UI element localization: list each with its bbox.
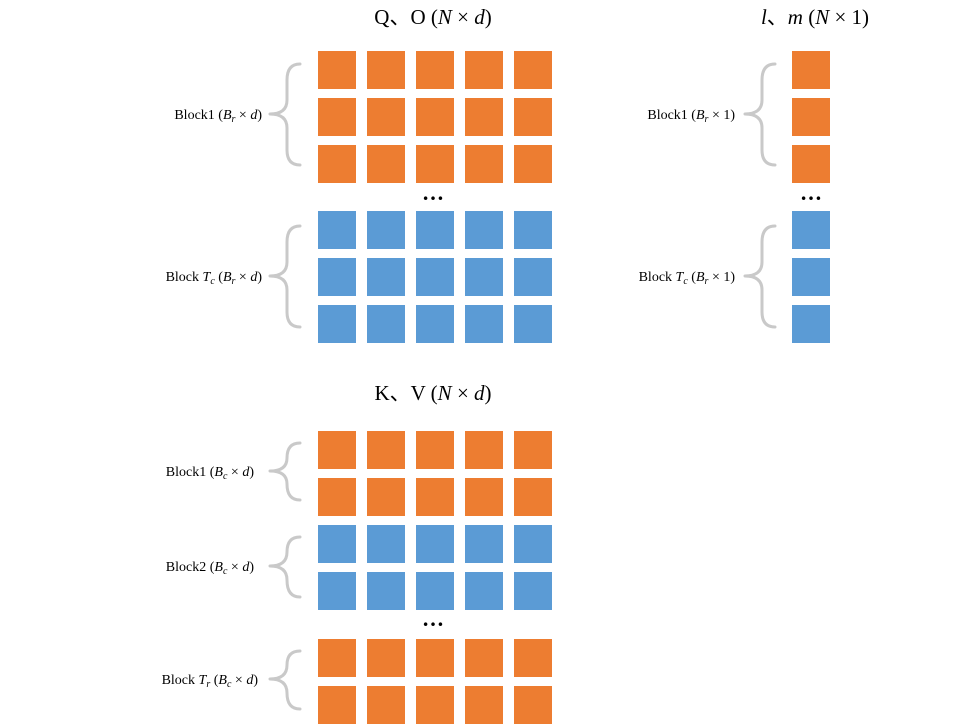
brace-lm-block1 [743,62,777,167]
label-lm-block1: Block1 (Br × 1) [647,108,735,125]
kv-cell-orange [416,478,454,516]
braces [268,62,777,711]
label-kv-block2: Block2 (Bc × d) [166,560,255,577]
qo-cell-orange [416,51,454,89]
kv-cell-orange [318,478,356,516]
lm-cell-blue [792,258,830,296]
brace-qo-blocktc [268,224,302,329]
kv-cell-orange [367,478,405,516]
kv-cell-orange [465,639,503,677]
qo-cell-orange [318,51,356,89]
qo-cell-orange [367,145,405,183]
kv-cell-blue [416,525,454,563]
brace-kv-block1 [268,441,302,502]
label-kv-block1: Block1 (Bc × d) [166,465,255,482]
qo-cell-orange [465,145,503,183]
qo-cell-orange [416,145,454,183]
kv-cell-orange [416,639,454,677]
kv-cell-blue [416,572,454,610]
qo-cell-blue [465,258,503,296]
qo-cell-orange [416,98,454,136]
kv-cell-blue [514,525,552,563]
lm-cell-blue [792,305,830,343]
qo-cell-blue [318,258,356,296]
kv-cell-orange [367,686,405,724]
lm-cell-blue [792,211,830,249]
title-lm: l、m (N × 1) [761,5,869,29]
kv-cell-orange [514,686,552,724]
kv-cell-orange [514,639,552,677]
label-lm-blocktc: Block Tc (Br × 1) [639,270,736,287]
brace-kv-blocktr [268,649,302,711]
brace-lm-blocktc [743,224,777,329]
qo-cell-blue [367,258,405,296]
kv-cell-blue [367,572,405,610]
qo-cell-blue [318,211,356,249]
qo-cell-blue [416,211,454,249]
qo-cell-blue [465,305,503,343]
qo-cell-orange [318,145,356,183]
kv-cell-orange [367,639,405,677]
label-qo-blocktc: Block Tc (Br × d) [166,270,263,287]
kv-cell-orange [367,431,405,469]
qo-cell-blue [416,305,454,343]
kv-cell-blue [318,525,356,563]
label-kv-blocktr: Block Tr (Bc × d) [162,673,259,690]
kv-cell-orange [318,686,356,724]
qo-cell-orange [514,145,552,183]
qo-cell-orange [465,98,503,136]
qo-cell-orange [514,51,552,89]
qo-cell-blue [514,258,552,296]
kv-cell-orange [416,686,454,724]
qo-cell-blue [367,305,405,343]
qo-cell-blue [465,211,503,249]
qo-cell-blue [318,305,356,343]
kv-cell-orange [514,478,552,516]
kv-cell-blue [318,572,356,610]
qo-cell-orange [465,51,503,89]
kv-cell-orange [416,431,454,469]
kv-cell-orange [465,478,503,516]
kv-cell-orange [318,431,356,469]
qo-cell-orange [367,51,405,89]
kv-cell-blue [514,572,552,610]
brace-kv-block2 [268,535,302,599]
ellipsis-lm: … [800,180,822,205]
qo-cell-blue [367,211,405,249]
lm-cell-orange [792,51,830,89]
kv-cell-blue [367,525,405,563]
kv-cell-orange [465,686,503,724]
brace-qo-block1 [268,62,302,167]
kv-cell-blue [465,525,503,563]
kv-cell-orange [514,431,552,469]
qo-cell-blue [514,305,552,343]
lm-cell-orange [792,145,830,183]
kv-cell-blue [465,572,503,610]
qo-cell-orange [514,98,552,136]
ellipsis-kv: … [422,606,444,631]
qo-cell-orange [367,98,405,136]
qo-cell-blue [416,258,454,296]
matrix-cells [318,51,830,724]
kv-cell-orange [318,639,356,677]
title-kv: K、V (N × d) [374,381,491,405]
title-qo: Q、O (N × d) [374,5,491,29]
qo-cell-blue [514,211,552,249]
kv-cell-orange [465,431,503,469]
ellipsis-qo: … [422,180,444,205]
lm-cell-orange [792,98,830,136]
qo-cell-orange [318,98,356,136]
label-qo-block1: Block1 (Br × d) [174,108,262,125]
